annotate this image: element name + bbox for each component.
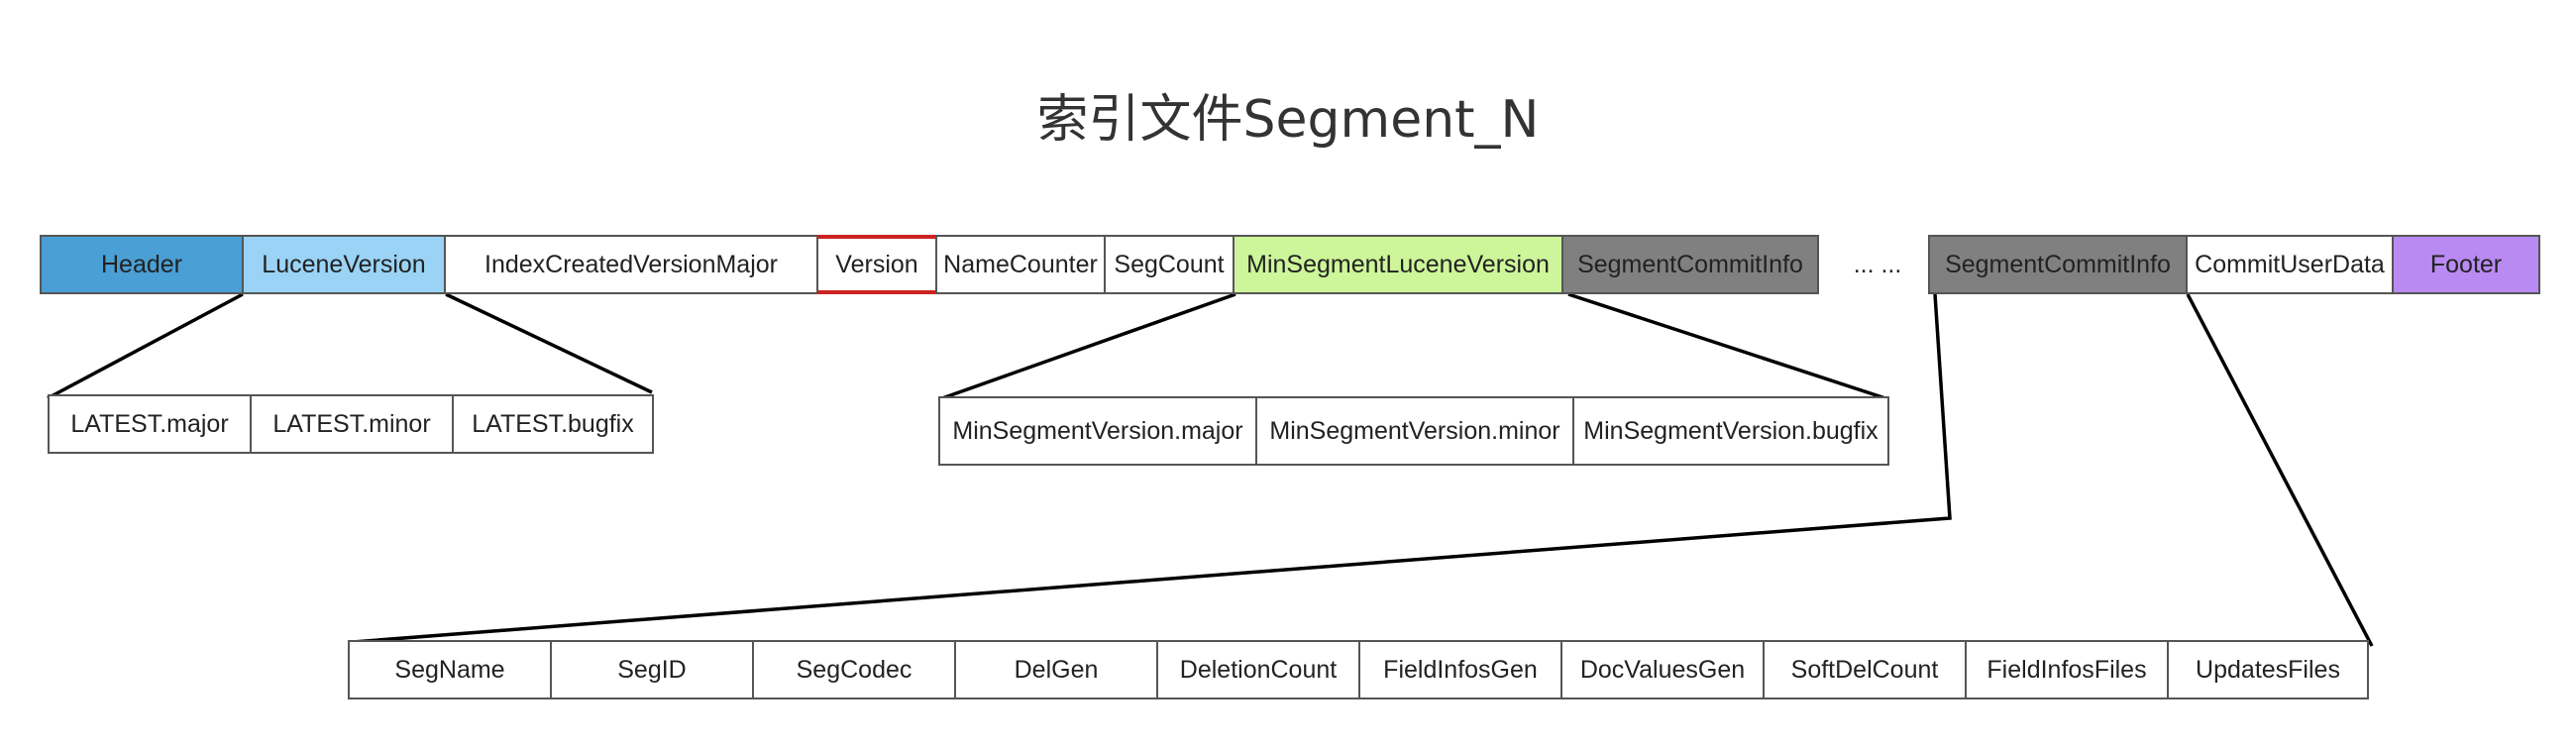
connector-minseg-left [941,292,1236,400]
ellipsis-text: ... ... [1853,250,1902,278]
updates-files-cell: UpdatesFiles [2167,640,2369,699]
index-created-version-major-cell: IndexCreatedVersionMajor [444,235,818,294]
min-segment-version-major-cell: MinSegmentVersion.major [938,396,1257,466]
connector-lucene-left [47,292,244,400]
name-counter-cell: NameCounter [935,235,1106,294]
del-gen-cell: DelGen [954,640,1158,699]
min-segment-version-minor-cell: MinSegmentVersion.minor [1255,396,1574,466]
deletion-count-cell: DeletionCount [1156,640,1360,699]
header-cell: Header [40,235,244,294]
segment-commit-info-cell-2: SegmentCommitInfo [1928,235,2188,294]
soft-del-count-cell: SoftDelCount [1763,640,1967,699]
footer-cell: Footer [2392,235,2540,294]
connector-sci-left [352,293,1952,644]
field-infos-gen-cell: FieldInfosGen [1358,640,1562,699]
seg-count-cell: SegCount [1104,235,1234,294]
version-cell: Version [816,235,937,294]
connector-minseg-right [1567,292,1886,400]
min-segment-version-bugfix-cell: MinSegmentVersion.bugfix [1572,396,1889,466]
lucene-version-cell: LuceneVersion [242,235,446,294]
field-infos-files-cell: FieldInfosFiles [1965,640,2169,699]
seg-id-cell: SegID [550,640,754,699]
connector-lucene-right [445,292,653,394]
latest-bugfix-cell: LATEST.bugfix [452,394,654,454]
seg-codec-cell: SegCodec [752,640,956,699]
connector-sci-right [2186,293,2374,647]
min-segment-lucene-version-cell: MinSegmentLuceneVersion [1233,235,1563,294]
latest-major-cell: LATEST.major [48,394,252,454]
segment-commit-info-cell-1: SegmentCommitInfo [1561,235,1819,294]
commit-user-data-cell: CommitUserData [2186,235,2394,294]
doc-values-gen-cell: DocValuesGen [1560,640,1765,699]
diagram-title: 索引文件Segment_N [1036,90,1540,150]
latest-minor-cell: LATEST.minor [250,394,454,454]
seg-name-cell: SegName [348,640,552,699]
